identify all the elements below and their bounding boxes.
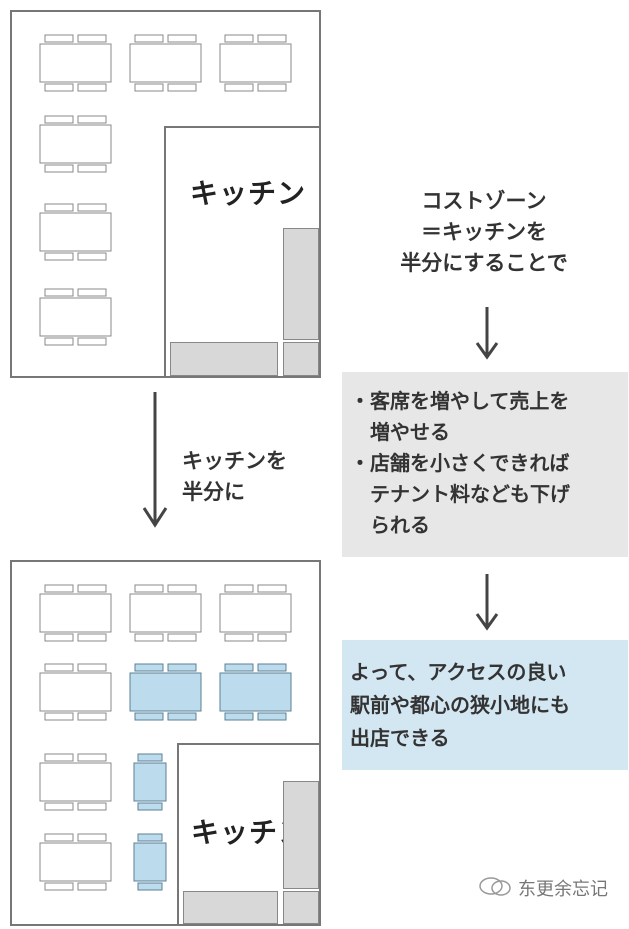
down-arrow-right-1: [472, 305, 502, 361]
top-floor-plan: キッチン: [10, 10, 321, 378]
cost-zone-line: 半分にすることで: [400, 251, 568, 275]
added-small-table: [133, 753, 167, 811]
arrow-label: キッチンを 半分に: [182, 446, 287, 508]
table: [39, 833, 112, 891]
table: [129, 584, 202, 642]
table: [39, 34, 112, 92]
top-counter-corner: [283, 342, 319, 376]
conclusion-text: よって、アクセスの良い 駅前や都心の狭小地にも 出店できる: [350, 656, 570, 755]
top-table-group: [39, 34, 292, 346]
top-kitchen: キッチン: [164, 126, 321, 378]
top-counter-vertical: [283, 228, 319, 340]
bottom-counter-vertical: [283, 781, 319, 889]
conclusion-box: [342, 640, 628, 770]
wechat-icon: [478, 875, 512, 901]
table: [39, 753, 112, 811]
added-table: [219, 663, 292, 721]
benefits-line: ・店舗を小さくできれば: [350, 451, 570, 475]
benefits-line: テナント料なども下げ: [350, 482, 570, 506]
added-table: [129, 663, 202, 721]
down-arrow-left: [140, 390, 170, 530]
table: [39, 663, 112, 721]
top-kitchen-label: キッチン: [190, 177, 307, 210]
conclusion-line: 駅前や都心の狭小地にも: [350, 693, 570, 717]
watermark-text: 东更余忘记: [518, 879, 608, 900]
conclusion-line: 出店できる: [350, 726, 450, 750]
bottom-floor-plan: キッチン: [10, 560, 321, 926]
bottom-kitchen: キッチン: [177, 743, 321, 926]
cost-zone-text: コストゾーン ＝キッチンを 半分にすることで: [384, 186, 584, 279]
table: [219, 584, 292, 642]
benefits-box: [342, 372, 628, 557]
table: [39, 584, 112, 642]
benefits-line: 増やせる: [350, 420, 450, 444]
cost-zone-line: ＝キッチンを: [421, 220, 547, 244]
watermark: 东更余忘记: [478, 875, 608, 901]
top-counter-horizontal: [170, 342, 278, 376]
bottom-counter-corner: [283, 891, 319, 924]
table: [129, 34, 202, 92]
table: [219, 34, 292, 92]
down-arrow-right-2: [472, 572, 502, 632]
benefits-line: ・客席を増やして売上を: [350, 389, 570, 413]
table: [39, 288, 112, 346]
added-small-table: [133, 833, 167, 891]
bottom-counter-horizontal: [183, 891, 278, 924]
table: [39, 115, 112, 173]
arrow-label-line: 半分に: [182, 480, 245, 504]
benefits-text: ・客席を増やして売上を 増やせる ・店舗を小さくできれば テナント料なども下げ …: [350, 386, 570, 541]
cost-zone-line: コストゾーン: [421, 189, 547, 213]
bottom-table-group: [39, 584, 292, 891]
conclusion-line: よって、アクセスの良い: [350, 660, 567, 684]
table: [39, 203, 112, 261]
arrow-label-line: キッチンを: [182, 449, 287, 473]
benefits-line: られる: [350, 513, 430, 537]
